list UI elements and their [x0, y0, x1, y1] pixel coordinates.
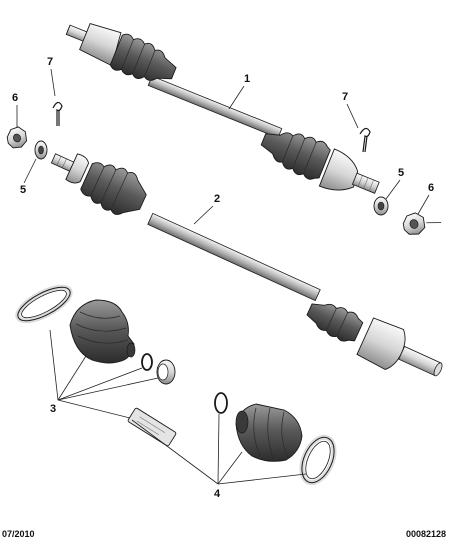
shaft-1-outer-boot — [260, 132, 331, 180]
drive-shaft-1 — [65, 22, 380, 194]
left-hub-nut-6 — [6, 126, 28, 149]
callout-4: 4 — [214, 488, 221, 500]
kit-3-large-clamp — [15, 284, 73, 324]
leader-lines — [16, 68, 430, 485]
shaft-1-bar — [147, 75, 283, 139]
footer-reference-number: 00082128 — [405, 529, 446, 539]
shaft-1-inner-boot — [109, 33, 177, 81]
grease-sachet — [127, 407, 177, 447]
callout-5-right: 5 — [398, 167, 404, 179]
callout-labels: 1 2 6 5 7 7 5 6 3 4 — [12, 56, 434, 500]
left-hub-fixings — [6, 101, 63, 160]
shaft-1-outer-housing — [318, 148, 359, 191]
callout-3: 3 — [50, 403, 56, 415]
shaft-2-inner-boot — [306, 303, 364, 342]
right-hub-fixings — [359, 127, 442, 235]
callout-5-left: 5 — [20, 184, 26, 196]
right-hub-nut-6 — [402, 212, 442, 235]
right-washer-5 — [373, 196, 389, 216]
shaft-2-inner-housing — [356, 317, 406, 370]
drive-shaft-2 — [50, 153, 443, 377]
kit-3-collar — [156, 359, 176, 385]
callout-6-left: 6 — [12, 92, 18, 104]
shaft-2-outer-boot — [80, 162, 147, 215]
kit-3-boot — [69, 299, 136, 364]
kit-4-boot — [235, 403, 303, 462]
callout-2: 2 — [214, 193, 220, 205]
callout-6-right: 6 — [428, 182, 434, 194]
shaft-2-bar — [147, 212, 321, 302]
left-washer-5 — [34, 140, 48, 160]
callout-1: 1 — [244, 73, 250, 85]
kit-4-small-ring — [214, 392, 228, 414]
kit-4-large-clamp — [299, 434, 337, 486]
right-split-pin-7 — [359, 127, 371, 153]
left-split-pin-7 — [52, 101, 63, 126]
footer-date: 07/2010 — [2, 529, 35, 539]
boot-kit-4 — [214, 392, 337, 486]
kit-3-small-ring — [141, 353, 153, 371]
callout-7-right: 7 — [342, 91, 348, 103]
callout-7-left: 7 — [47, 56, 53, 68]
boot-kit-3 — [15, 284, 176, 385]
